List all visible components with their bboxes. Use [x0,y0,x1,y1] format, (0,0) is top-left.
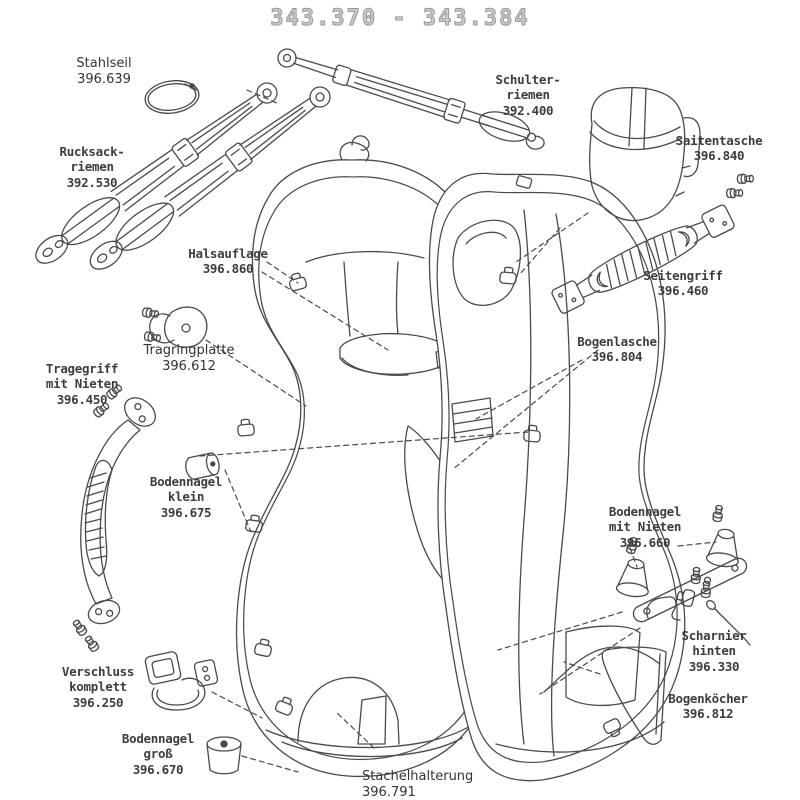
ring-plate-drawing [141,306,208,348]
label-stahlseil: Stahlseil 396.639 [76,56,131,88]
rear-hinge-drawing [614,504,751,646]
string-pouch-drawing [589,86,701,222]
label-halsauflage: Halsauflage 396.860 [188,246,268,277]
label-seitengriff: Seitengriff 396.460 [643,268,723,299]
part-name: Tragegriff mit Nieten [45,361,119,392]
part-name: Bodennagel groß [121,731,195,762]
part-number: 396.460 [657,283,709,299]
bottom-nail-small-drawing [185,452,220,480]
backpack-strap-drawing [89,86,331,270]
part-number: 392.400 [502,102,554,118]
part-number: 396.612 [162,358,216,374]
part-number: 396.860 [202,261,254,277]
part-number: 396.450 [56,391,108,407]
label-bogenkoecher: Bogenköcher 396.812 [668,691,748,722]
part-name: Bodennagel mit Nieten [608,504,682,535]
part-number: 396.840 [693,148,745,164]
side-handle-drawing [551,173,755,314]
part-number: 396.670 [132,761,184,777]
label-bodennagel-klein: Bodennagel klein 396.675 [149,474,223,520]
part-name: Rucksack- riemen [59,144,125,175]
part-name: Stachelhalterung [362,769,474,784]
case-right-half-drawing [428,172,697,782]
label-bogenlasche: Bogenlasche 396.804 [577,334,657,365]
label-stachelhalterung: Stachelhalterung 396.791 [362,769,473,800]
label-rucksackriemen: Rucksack- riemen 392.530 [59,144,124,190]
part-name: Verschluss komplett [61,664,135,695]
label-scharnier-hinten: Scharnier hinten 396.330 [671,628,757,674]
leader-lines [199,89,717,773]
label-schulterriemen: Schulter- riemen 392.400 [495,72,560,118]
part-name: Tragringplatte [143,343,235,358]
label-tragegriff: Tragegriff mit Nieten 396.450 [45,361,119,407]
shoulder-strap-drawing [277,48,545,150]
part-number: 396.660 [619,534,671,550]
part-name: Bogenlasche [577,334,657,349]
part-number: 396.330 [688,658,740,674]
bottom-nail-large-drawing [206,736,242,775]
label-bodennagel-gross: Bodennagel groß 396.670 [121,731,195,777]
label-verschluss: Verschluss komplett 396.250 [61,664,135,710]
label-saitentasche: Saitentasche 396.840 [676,133,763,164]
part-name: Saitentasche [675,133,763,148]
part-name: Stahlseil [76,56,132,71]
bow-quiver-drawing [601,646,667,745]
part-name: Halsauflage [188,246,268,261]
part-number: 392.530 [66,174,118,190]
part-number: 396.250 [72,694,124,710]
part-number: 396.675 [160,504,212,520]
part-number: 396.804 [591,349,643,365]
part-number: 396.791 [362,784,416,800]
carrying-handle-drawing [70,382,156,654]
part-number: 396.812 [682,706,734,722]
label-bodennagel-mit-nieten: Bodennagel mit Nieten 396.660 [608,504,682,550]
part-name: Scharnier hinten [681,628,747,659]
label-tragringplatte: Tragringplatte 396.612 [143,343,234,375]
part-name: Seitengriff [643,268,723,283]
backpack-strap-drawing [35,82,278,264]
latch-drawing [144,651,219,711]
part-name: Bogenköcher [668,691,748,706]
part-name: Bodennagel klein [149,474,223,505]
part-name: Schulter- riemen [495,72,561,103]
steel-cable-drawing [144,80,200,114]
page-title: 343.370 - 343.384 [270,6,530,32]
part-number: 396.639 [77,71,131,87]
